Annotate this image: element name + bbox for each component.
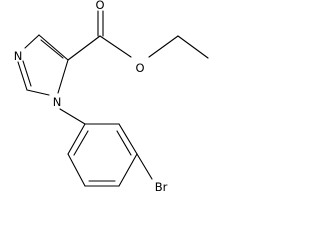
bond-n1-aryl [59, 108, 86, 125]
bond-c5-c4 [38, 34, 69, 61]
atom-label-n1: N [53, 95, 62, 109]
atom-label-ester-o: O [135, 61, 144, 75]
bond-ar2-ar3 [118, 123, 138, 155]
atom-label-n3: N [14, 49, 23, 63]
bond-n3-c2-inner [22, 60, 32, 87]
bond-ch2-ch3 [177, 35, 209, 59]
bond-ar5-ar6 [67, 153, 86, 187]
bond-ar6-ar1 [67, 123, 86, 155]
molecule-drawing: O O N N Br [14, 0, 209, 194]
bond-c5-c4-inner [40, 39, 64, 59]
bond-ester-o-ch2 [148, 35, 179, 58]
atom-label-br: Br [155, 180, 168, 194]
structure-diagram: O O N N Br [14, 0, 209, 194]
bond-n3-c2 [17, 61, 28, 91]
bond-c5-carbonyl [67, 35, 101, 61]
bond-ar3-br [136, 153, 153, 180]
bond-c4-n3 [24, 34, 40, 49]
bond-ar6-ar1-inner [73, 130, 89, 156]
bond-n1-c5 [57, 59, 69, 94]
atom-label-carbonyl-o: O [95, 0, 104, 12]
bond-ar2-ar3-inner [116, 130, 132, 156]
bond-carbonyl-ester-o [99, 35, 132, 58]
atom-labels: O O N N Br [14, 0, 168, 194]
bond-ar3-ar4 [118, 153, 138, 187]
bonds [17, 10, 209, 187]
bond-c2-n1 [26, 89, 50, 96]
